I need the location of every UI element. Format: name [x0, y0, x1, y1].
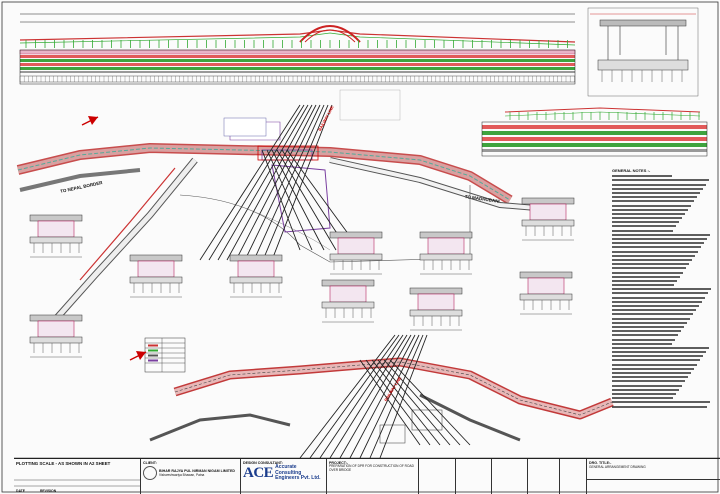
- notes-line: [612, 175, 672, 178]
- notes-line: [612, 296, 705, 299]
- client-caption: CLIENT:: [143, 461, 157, 465]
- project-cell: PROJECT:- PREPARATION OF DPR FOR CONSTRU…: [326, 459, 418, 494]
- notes-line: [612, 246, 701, 249]
- notes-line: [612, 305, 699, 307]
- consultant-name-line-2: Engineers Pvt. Ltd.: [275, 475, 321, 482]
- north-arrow-icon: [81, 116, 99, 126]
- notes-line: [612, 330, 681, 333]
- notes-line: [612, 284, 674, 287]
- notes-line: [612, 179, 709, 182]
- notes-line: [612, 351, 706, 354]
- signature-cells: [418, 459, 586, 494]
- notes-line: [612, 187, 703, 190]
- notes-line: [612, 405, 707, 408]
- notes-line: [612, 242, 704, 245]
- notes-line: [612, 313, 693, 316]
- consultant-name-line-1: Accurate Consulting: [275, 464, 302, 476]
- client-name: BIHAR RAJYA PUL NIRMAN NIGAM LIMITED: [159, 469, 235, 473]
- notes-line: [612, 355, 703, 358]
- notes-line: [612, 221, 679, 224]
- longitudinal-profile-right: [481, 107, 708, 157]
- notes-line: [612, 325, 684, 328]
- notes-line: [612, 204, 691, 207]
- notes-line: [612, 271, 683, 274]
- notes-line: [612, 254, 695, 257]
- notes-line: [612, 217, 682, 220]
- notes-line: [612, 359, 700, 362]
- notes-line: [612, 250, 698, 253]
- railway-tracks-top: [199, 104, 361, 261]
- notes-line: [612, 321, 687, 324]
- notes-line: [612, 384, 682, 387]
- notes-line: [612, 191, 700, 194]
- notes-line: [612, 363, 697, 366]
- drg-title-caption: DRG. TITLE:-: [589, 461, 612, 465]
- notes-line: [612, 346, 709, 349]
- revision-column-label: REVISION: [39, 489, 57, 493]
- notes-line: [612, 317, 690, 320]
- revision-header: DATE REVISION: [16, 489, 56, 493]
- profile-right-piers: [509, 112, 700, 120]
- notes-line: [612, 367, 694, 370]
- notes-line: [612, 275, 680, 278]
- notes-line: [612, 388, 679, 391]
- consultant-caption: DESIGN CONSULTANT:: [243, 461, 283, 465]
- drawing-title-cell: DRG. TITLE:- GENERAL ARRANGEMENT DRAWING: [586, 459, 720, 494]
- notes-line: [612, 392, 676, 395]
- legend-table: [144, 337, 186, 373]
- notes-line: [612, 279, 677, 282]
- notes-line: [612, 229, 673, 232]
- profile-piers: [25, 40, 568, 48]
- project-text: PREPARATION OF DPR FOR CONSTRUCTION OF R…: [329, 464, 414, 472]
- client-emblem-icon: [143, 466, 157, 480]
- notes-line: [612, 292, 708, 295]
- consultant-cell: DESIGN CONSULTANT: ACE Accurate Consulti…: [240, 459, 326, 494]
- notes-line: [612, 196, 697, 199]
- profile-data-table: [19, 49, 576, 85]
- cross-section-top-right: [587, 7, 699, 97]
- notes-line: [612, 208, 688, 211]
- longitudinal-profile-top: [19, 13, 576, 46]
- notes-line: [612, 397, 673, 400]
- drg-title-text: GENERAL ARRANGEMENT DRAWING: [589, 465, 646, 469]
- notes-title: GENERAL NOTES :-: [612, 168, 651, 173]
- notes-line: [612, 300, 702, 303]
- notes-line: [612, 267, 686, 270]
- date-column-label: DATE: [16, 489, 25, 493]
- notes-line: [612, 401, 710, 404]
- notes-line: [612, 309, 696, 312]
- plotting-scale: PLOTTING SCALE - AS SHOWN IN A2 SHEET: [16, 461, 111, 466]
- client-cell: CLIENT: BIHAR RAJYA PUL NIRMAN NIGAM LIM…: [140, 459, 240, 494]
- notes-line: [612, 372, 691, 374]
- notes-text-lines: [612, 175, 712, 408]
- notes-line: [612, 334, 678, 337]
- profile-chainage-ticks: [19, 76, 575, 82]
- title-block: PLOTTING SCALE - AS SHOWN IN A2 SHEET DA…: [14, 458, 720, 494]
- north-arrow-icon: [129, 351, 147, 361]
- plan-alignment-bottom: [149, 357, 614, 444]
- notes-line: [612, 200, 694, 203]
- notes-line: [612, 338, 675, 341]
- client-address: Vishweshwariya Bhawan, Patna: [159, 473, 205, 477]
- notes-line: [612, 380, 685, 383]
- general-notes: GENERAL NOTES :-: [612, 168, 712, 454]
- notes-line: [612, 342, 672, 345]
- notes-line: [612, 233, 710, 236]
- notes-line: [612, 212, 685, 215]
- pier-details: [29, 197, 575, 358]
- notes-line: [612, 258, 692, 261]
- notes-line: [612, 288, 711, 291]
- notes-line: [612, 225, 676, 228]
- scale-cell: PLOTTING SCALE - AS SHOWN IN A2 SHEET DA…: [14, 459, 140, 494]
- railway-tracks-bottom: [299, 334, 471, 459]
- ace-logo: ACE: [243, 465, 274, 481]
- notes-line: [612, 263, 689, 266]
- notes-line: [612, 376, 688, 379]
- notes-line: [612, 238, 707, 240]
- notes-line: [612, 183, 706, 186]
- project-caption: PROJECT:-: [329, 461, 348, 465]
